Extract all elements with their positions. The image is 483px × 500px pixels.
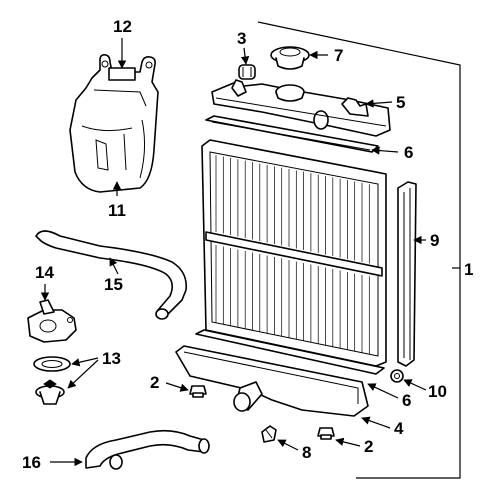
- part-7-radiator-cap: [270, 46, 310, 70]
- callout-10: 10: [428, 382, 447, 401]
- part-9-side-seal: [397, 181, 417, 367]
- callout-1: 1: [464, 260, 473, 279]
- coolant-reservoir: [69, 54, 159, 193]
- part-14-thermostat-housing: [27, 299, 77, 343]
- callout-3: 3: [237, 29, 246, 48]
- callout-2-left: 2: [150, 373, 159, 392]
- part-6-upper-seal: [205, 115, 379, 153]
- part-2-plug-right: [317, 427, 335, 440]
- callout-11: 11: [108, 201, 126, 220]
- part-13-thermostat: [35, 379, 65, 405]
- part-4-lower-tank: [175, 345, 369, 417]
- callout-16: 16: [22, 453, 41, 472]
- core-fins: [215, 155, 370, 355]
- part-8-drain-cock: [261, 425, 277, 443]
- leader-lines: [40, 38, 427, 467]
- callout-4: 4: [394, 419, 404, 438]
- callout-6-lower: 6: [402, 391, 411, 410]
- callout-9: 9: [430, 231, 439, 250]
- callout-labels: 12 11 3 7 5 6 9 1 10 6 4 2 8 2 15 14 13 …: [22, 17, 473, 472]
- callout-14: 14: [35, 263, 54, 282]
- part-16-lower-hose: [85, 429, 210, 470]
- part-5-upper-tank: [211, 79, 391, 137]
- callout-8: 8: [302, 443, 311, 462]
- part-10-plug: [390, 369, 404, 383]
- part-3-grommet: [238, 64, 256, 80]
- callout-15: 15: [104, 275, 123, 294]
- callout-2-right: 2: [364, 437, 373, 456]
- part-2-plug-left: [189, 385, 207, 398]
- callout-6-upper: 6: [404, 143, 413, 162]
- part-13-gasket: [33, 356, 71, 372]
- assembly-bracket: [257, 21, 461, 479]
- part-6-lower-seal: [195, 329, 385, 375]
- radiator-core: [201, 139, 387, 367]
- callout-7: 7: [334, 46, 343, 65]
- callout-12: 12: [113, 17, 132, 36]
- callout-5: 5: [396, 93, 405, 112]
- part-15-upper-hose: [35, 230, 188, 320]
- callout-13: 13: [102, 349, 121, 368]
